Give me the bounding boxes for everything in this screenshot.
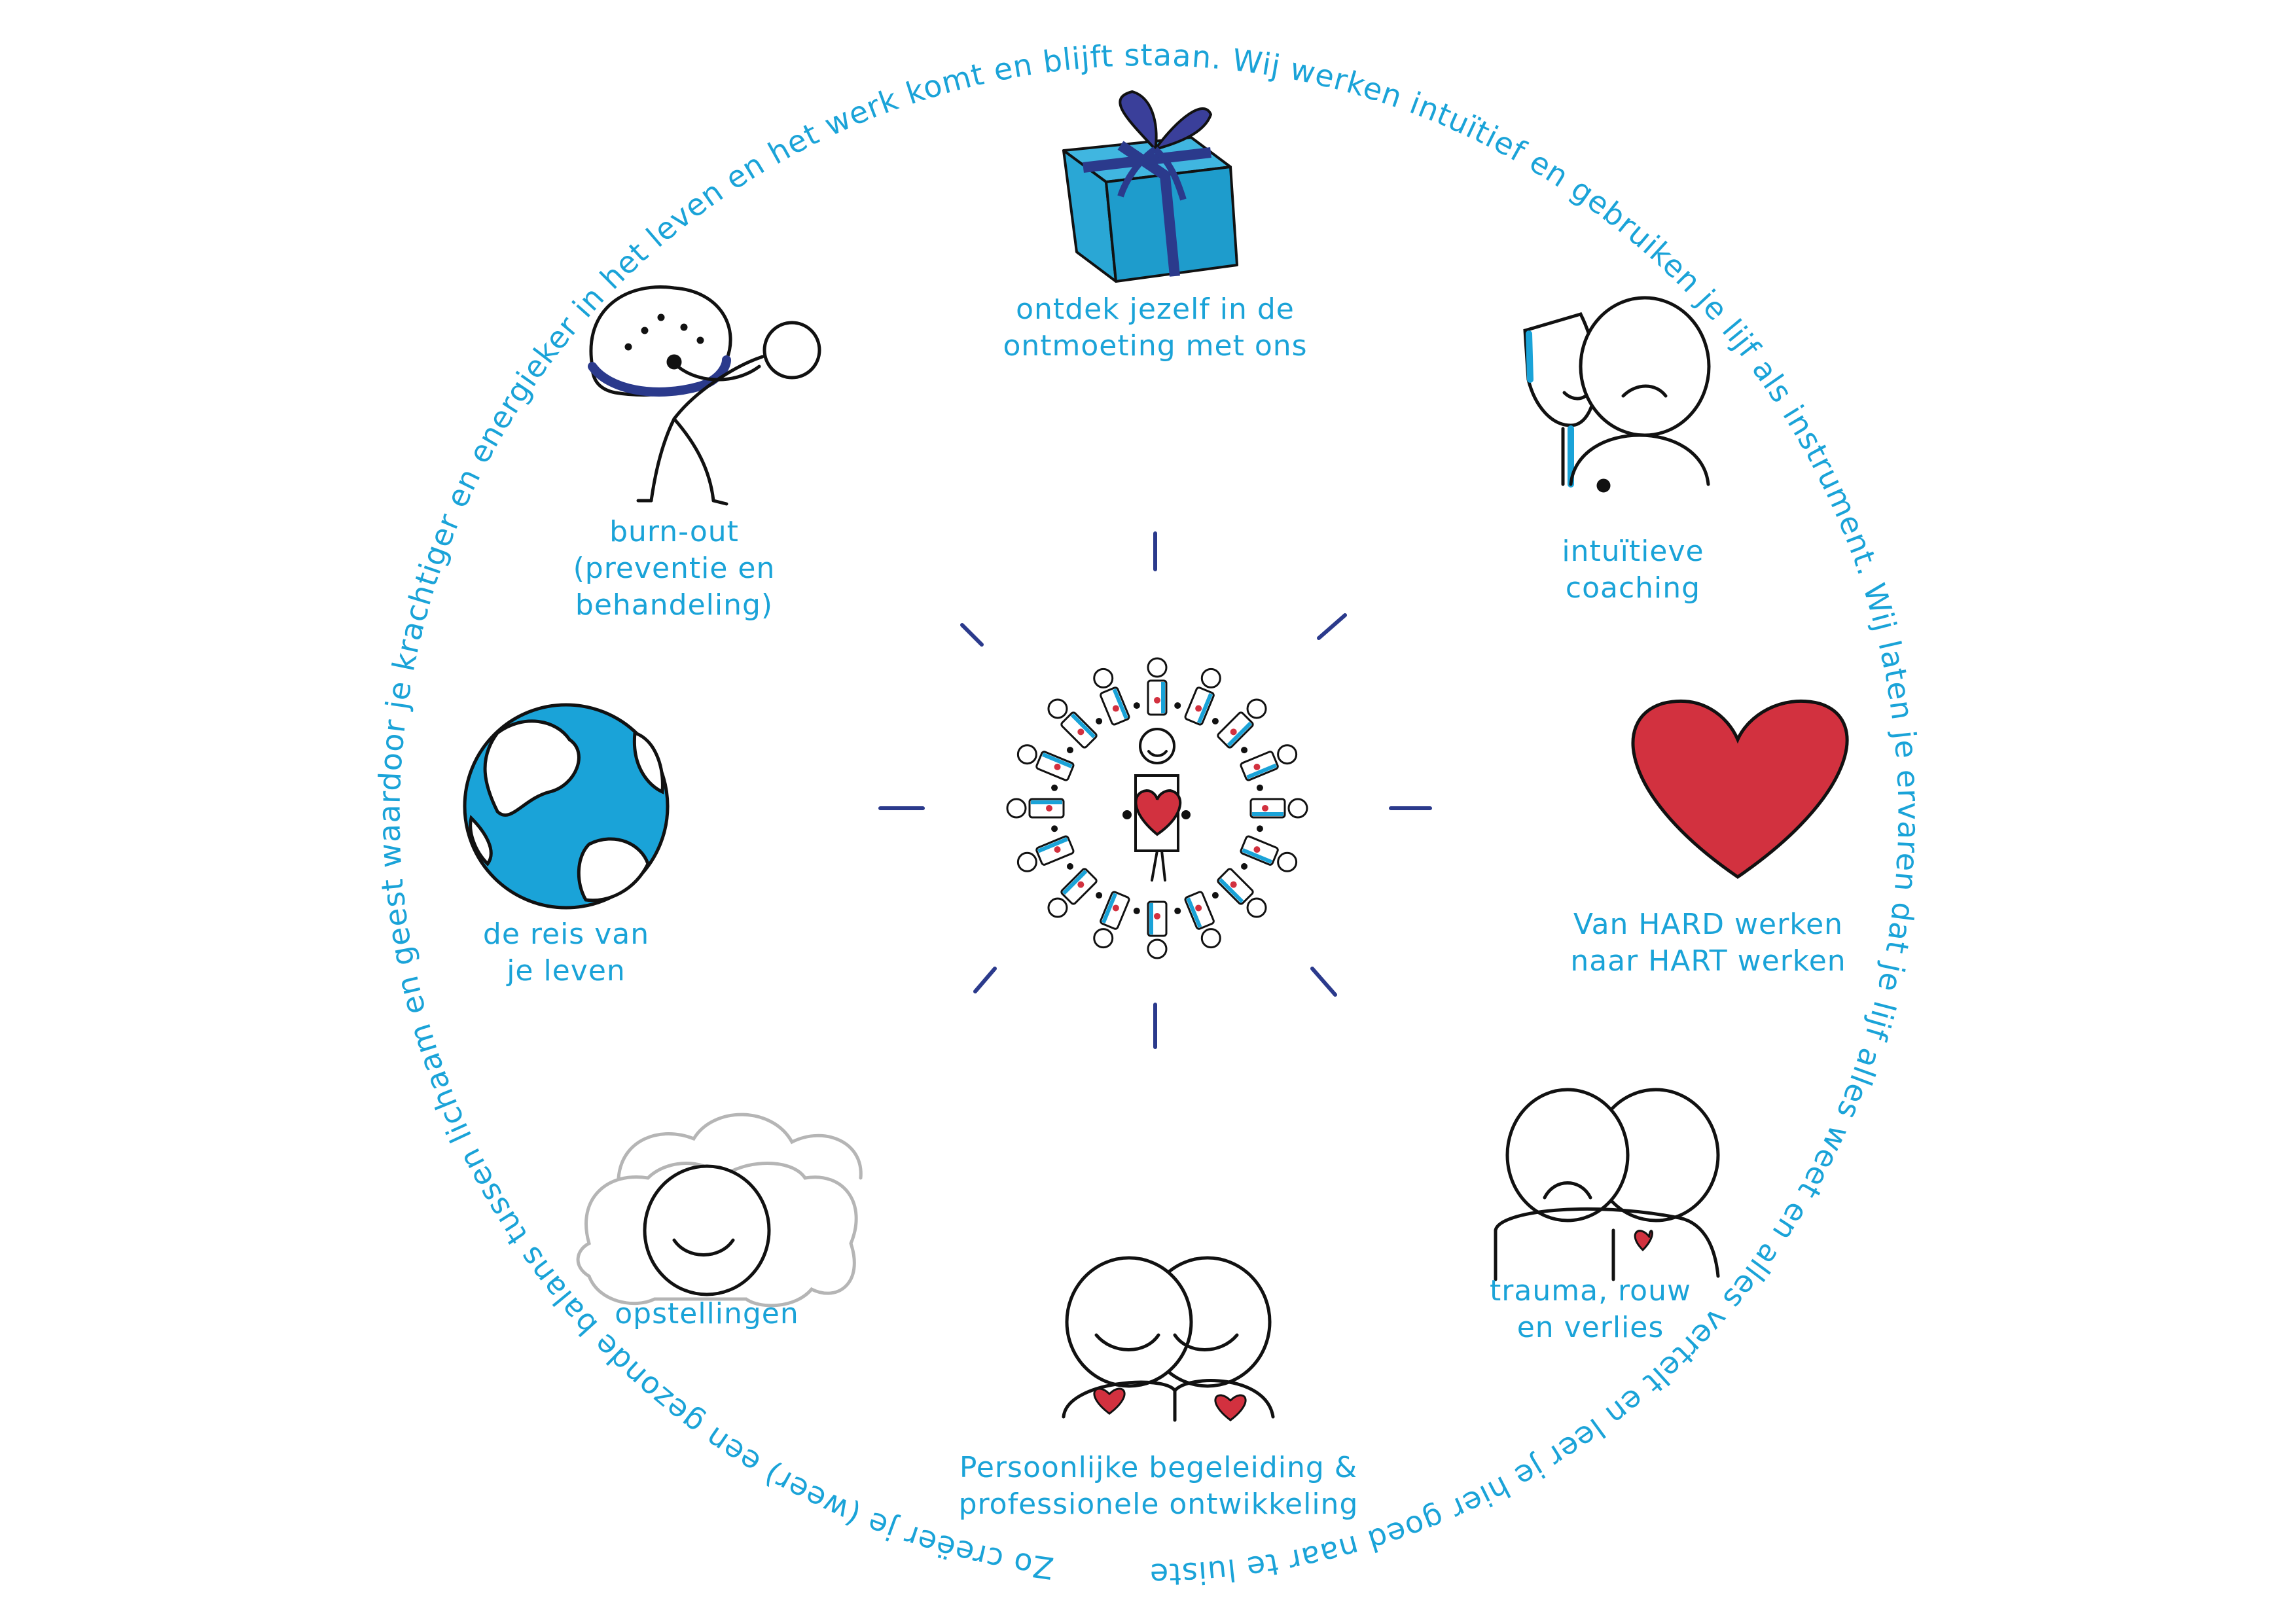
label-persoonlijke-begeleiding: Persoonlijke begeleiding & professionele… bbox=[958, 1451, 1359, 1521]
gift-box-icon bbox=[1062, 90, 1238, 283]
label-intuitieve-coaching: intuïtieve coaching bbox=[1562, 535, 1704, 605]
ring-person bbox=[1240, 744, 1298, 791]
ring-person bbox=[1016, 744, 1075, 781]
center-rays bbox=[878, 531, 1432, 1049]
ring-person bbox=[1093, 668, 1140, 726]
ring-person bbox=[1249, 798, 1308, 832]
person-in-cloud-icon bbox=[576, 1113, 863, 1308]
heart-icon bbox=[1631, 699, 1849, 880]
central-person-with-heart bbox=[1122, 728, 1191, 882]
ring-person bbox=[1240, 835, 1298, 872]
ring-person bbox=[1217, 698, 1267, 754]
hug-icon bbox=[1494, 1088, 1720, 1281]
ring-person bbox=[1093, 891, 1130, 949]
label-opstellingen: opstellingen bbox=[615, 1297, 799, 1330]
label-trauma: trauma, rouw en verlies bbox=[1490, 1274, 1691, 1344]
ring-person bbox=[1174, 891, 1221, 949]
two-people-hearts-icon bbox=[1062, 1256, 1275, 1422]
globe-icon bbox=[463, 703, 670, 910]
label-ontdek: ontdek jezelf in de ontmoeting met ons bbox=[1003, 293, 1308, 363]
circle-of-people-with-heart-icon bbox=[1006, 657, 1308, 959]
person-carrying-rock-icon bbox=[588, 285, 821, 506]
label-burn-out: burn-out (preventie en behandeling) bbox=[573, 515, 776, 622]
ring-person bbox=[1211, 868, 1267, 918]
ring-person bbox=[1047, 698, 1103, 749]
ring-person bbox=[1184, 668, 1221, 726]
ring-person bbox=[1047, 863, 1098, 918]
ring-person bbox=[1133, 901, 1168, 959]
ring-text: Zo creëer je (weer) een gezonde balans t… bbox=[0, 0, 1926, 1592]
ring-person bbox=[1006, 784, 1065, 819]
label-hard-hart: Van HARD werken naar HART werken bbox=[1570, 908, 1846, 978]
label-reis: de reis van je leven bbox=[482, 918, 650, 988]
ring-person bbox=[1016, 825, 1075, 872]
ring-person bbox=[1147, 657, 1181, 716]
ring-text-path: Zo creëer je (weer) een gezonde balans t… bbox=[0, 0, 1926, 1592]
two-faces-mirror-icon bbox=[1523, 296, 1711, 493]
